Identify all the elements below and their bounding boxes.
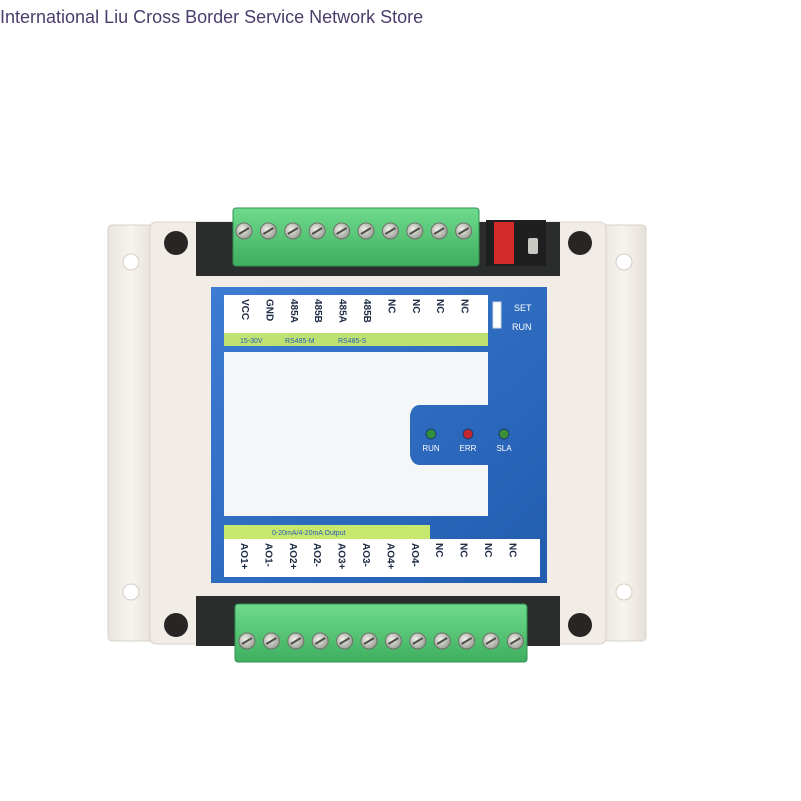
bottom-terminal-labels: AO1+ AO1- AO2+ AO2- AO3+ AO3- AO4+ AO4- NC NC NC NC xyxy=(238,543,517,570)
terminal-screw xyxy=(336,632,354,650)
top-terminal-1: GND xyxy=(263,299,274,321)
top-terminal-6: NC xyxy=(385,299,396,313)
top-terminal-2: 485A xyxy=(288,299,299,323)
led-label-sla: SLA xyxy=(496,444,512,453)
terminal-screw xyxy=(235,222,253,240)
bottom-terminal-11: NC xyxy=(506,543,517,557)
bottom-terminal-0: AO1+ xyxy=(238,543,249,570)
group-label-power: 15-30V xyxy=(240,338,263,345)
status-leds: RUN ERR SLA xyxy=(422,428,512,453)
top-connector xyxy=(232,207,480,267)
bottom-terminal-5: AO3- xyxy=(360,543,371,567)
terminal-screw xyxy=(308,222,326,240)
led-label-err: ERR xyxy=(460,444,477,453)
top-terminal-9: NC xyxy=(459,299,470,313)
top-terminal-3: 485B xyxy=(312,299,323,323)
terminal-screw xyxy=(506,632,524,650)
terminal-screw xyxy=(482,632,500,650)
terminal-screw xyxy=(409,632,427,650)
top-terminal-7: NC xyxy=(410,299,421,313)
terminal-screw xyxy=(384,632,402,650)
bottom-terminal-3: AO2- xyxy=(311,543,322,567)
top-terminal-8: NC xyxy=(434,299,445,313)
terminal-screw xyxy=(238,632,256,650)
terminal-screw xyxy=(381,222,399,240)
switch-label-set: SET xyxy=(514,303,532,313)
mounting-holes xyxy=(122,231,633,637)
switch-label-run: RUN xyxy=(512,322,532,332)
terminal-screw xyxy=(259,222,277,240)
bottom-terminal-1: AO1- xyxy=(262,543,273,567)
terminal-screw xyxy=(430,222,448,240)
top-terminal-labels: VCC GND 485A 485B 485A 485B NC NC NC NC xyxy=(239,299,470,323)
terminal-screw xyxy=(433,632,451,650)
bottom-terminal-4: AO3+ xyxy=(336,543,347,570)
bottom-terminal-9: NC xyxy=(458,543,469,557)
group-label-rs485-m: RS485-M xyxy=(285,338,315,345)
top-terminal-5: 485B xyxy=(361,299,372,323)
bottom-terminal-6: AO4+ xyxy=(384,543,395,570)
terminal-screw xyxy=(262,632,280,650)
bottom-terminal-7: AO4- xyxy=(409,543,420,567)
top-terminal-0: VCC xyxy=(239,299,250,320)
terminal-screw xyxy=(287,632,305,650)
led-label-run: RUN xyxy=(422,444,440,453)
terminal-screw xyxy=(333,222,351,240)
top-group-labels: 15-30V RS485-M RS485-S xyxy=(240,338,367,345)
switch-block xyxy=(486,220,546,266)
bottom-terminal-2: AO2+ xyxy=(287,543,298,570)
terminal-screw xyxy=(311,632,329,650)
front-panel xyxy=(211,287,547,583)
terminal-screw xyxy=(458,632,476,650)
bottom-terminal-8: NC xyxy=(433,543,444,557)
top-terminal-4: 485A xyxy=(337,299,348,323)
terminal-screw xyxy=(360,632,378,650)
group-label-rs485-s: RS485-S xyxy=(338,338,367,345)
terminal-screw xyxy=(357,222,375,240)
bottom-terminal-10: NC xyxy=(482,543,493,557)
terminal-screw xyxy=(455,222,473,240)
terminal-screw xyxy=(284,222,302,240)
store-name: International Liu Cross Border Service N… xyxy=(0,7,424,27)
terminal-screw xyxy=(406,222,424,240)
output-band-label: 0-20mA/4-20mA Output xyxy=(272,530,346,537)
bottom-connector xyxy=(234,603,528,663)
